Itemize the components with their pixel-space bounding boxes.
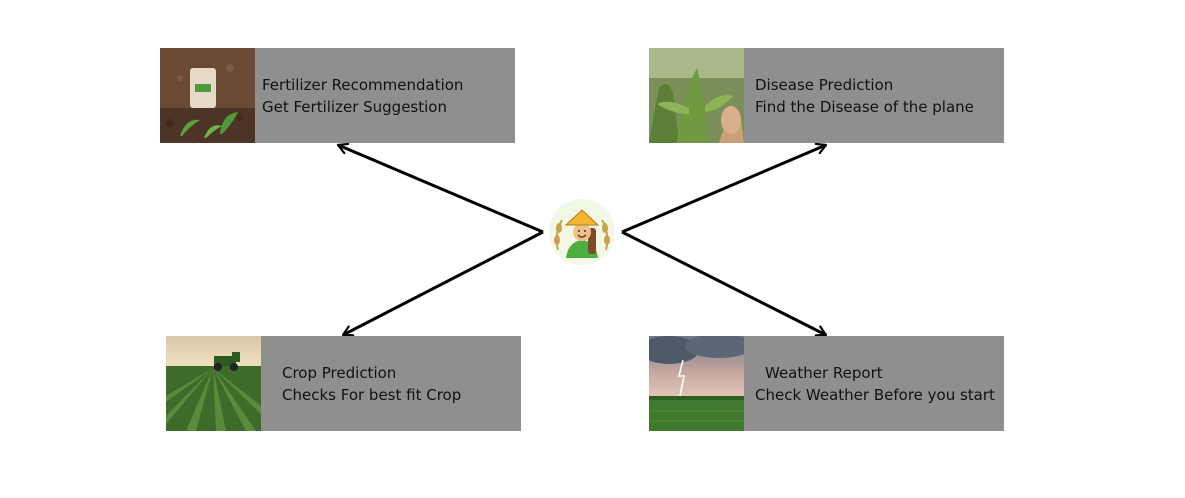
arrow-to-weather xyxy=(621,230,826,335)
arrow-to-disease xyxy=(621,145,826,234)
disease-title: Disease Prediction xyxy=(755,75,894,94)
crop-title: Crop Prediction xyxy=(282,363,397,382)
weather-title: Weather Report xyxy=(765,363,883,382)
disease-prediction-card[interactable]: Disease Prediction Find the Disease of t… xyxy=(649,48,1004,143)
weather-image xyxy=(649,336,744,431)
weather-report-card[interactable]: Weather Report Check Weather Before you … xyxy=(649,336,1004,431)
disease-image xyxy=(649,48,744,143)
fertilizer-image xyxy=(160,48,255,143)
fertilizer-subtitle: Get Fertilizer Suggestion xyxy=(262,97,447,116)
weather-subtitle: Check Weather Before you start xyxy=(755,385,995,404)
crop-prediction-card[interactable]: Crop Prediction Checks For best fit Crop xyxy=(166,336,521,431)
crop-subtitle: Checks For best fit Crop xyxy=(282,385,462,404)
disease-subtitle: Find the Disease of the plane xyxy=(755,97,974,116)
crop-image xyxy=(166,336,261,431)
farmer-icon xyxy=(548,198,616,266)
arrow-to-fertilizer xyxy=(338,145,544,234)
arrow-to-crop xyxy=(343,230,544,335)
fertilizer-recommendation-card[interactable]: Fertilizer Recommendation Get Fertilizer… xyxy=(160,48,515,143)
fertilizer-title: Fertilizer Recommendation xyxy=(262,75,464,94)
